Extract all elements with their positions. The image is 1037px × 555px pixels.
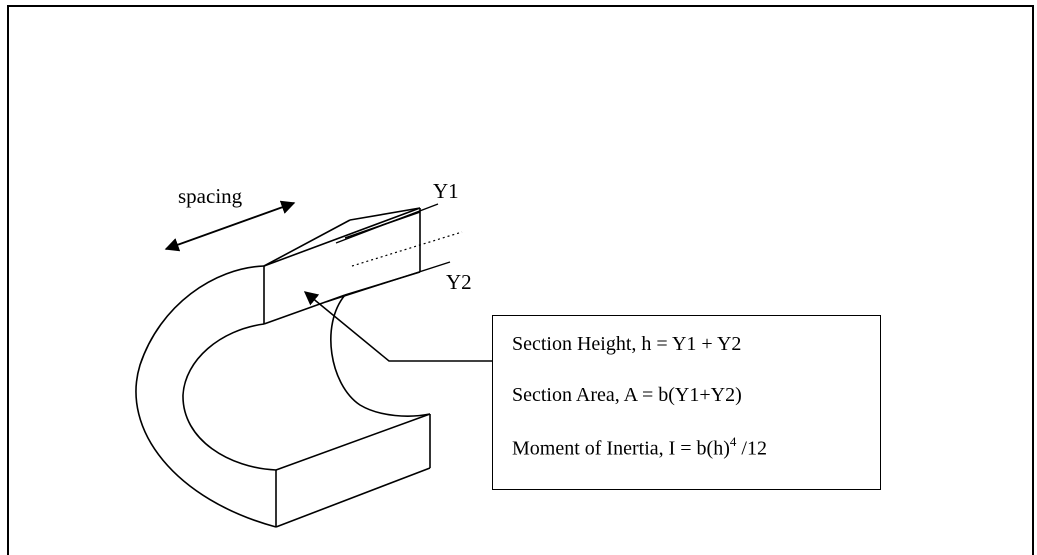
bottom-block-top-edge [275,413,431,471]
beam-top-edge-left [263,219,351,267]
beam-top-edge-back [263,207,421,267]
y1-label: Y1 [433,179,459,203]
moment-of-inertia-formula: Moment of Inertia, I = b(h)4 /12 [512,434,767,460]
neutral-axis-line [351,231,463,267]
beam-back-curve [330,294,431,417]
section-leader-arrow [303,291,492,362]
inertia-prefix: Moment of Inertia, I = b(h) [512,437,730,460]
outer-frame [7,5,1034,555]
y2-label: Y2 [446,270,472,294]
formula-box: Section Height, h = Y1 + Y2 Section Area… [492,315,881,490]
section-area-formula: Section Area, A = b(Y1+Y2) [512,384,742,406]
bottom-block-bottom-edge [275,467,431,528]
inertia-suffix: /12 [736,437,767,460]
beam-top-edge-front [349,207,421,221]
spacing-label: spacing [178,184,243,208]
y2-extension-line [325,261,451,303]
section-height-formula: Section Height, h = Y1 + Y2 [512,333,742,355]
beam-inner-edge [182,323,277,471]
curved-beam-drawing [135,207,431,528]
beam-outer-edge [135,265,277,528]
y1-extension-line [335,203,439,244]
inertia-exponent: 4 [729,434,737,449]
spacing-arrow [164,200,296,252]
